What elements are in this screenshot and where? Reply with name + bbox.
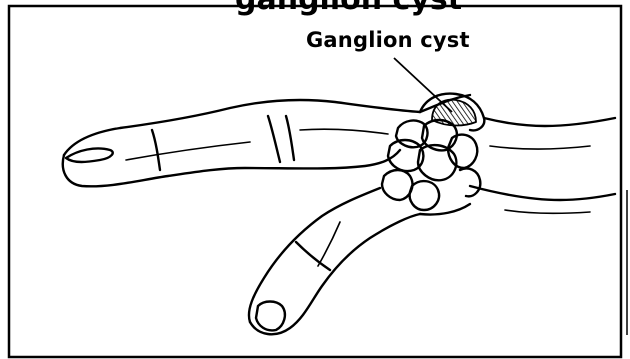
finger-inner-line <box>126 142 250 160</box>
finger-crease-3 <box>286 116 294 160</box>
ganglion-cyst-label: Ganglion cyst <box>306 28 470 52</box>
finger-crease-1 <box>152 130 160 170</box>
index-finger-bottom-outline <box>63 150 400 186</box>
carpal-bone-6 <box>382 170 412 200</box>
finger-inner-line-2 <box>300 129 388 134</box>
cyst-fill <box>432 100 476 126</box>
finger-crease-2 <box>268 116 280 162</box>
forearm-inner-line <box>490 146 590 149</box>
forearm-bottom-outline <box>470 186 615 200</box>
thumbnail <box>256 302 285 331</box>
carpal-bone-7 <box>410 181 439 210</box>
index-fingernail <box>66 148 113 162</box>
frame-border <box>9 6 621 357</box>
thumb-inner-line <box>318 222 340 266</box>
label-leader-line <box>394 58 452 112</box>
forearm-inner-line-2 <box>505 210 590 213</box>
wrist-top-outline <box>484 118 615 126</box>
radius-end <box>460 168 480 196</box>
thumb-crease <box>296 242 330 270</box>
